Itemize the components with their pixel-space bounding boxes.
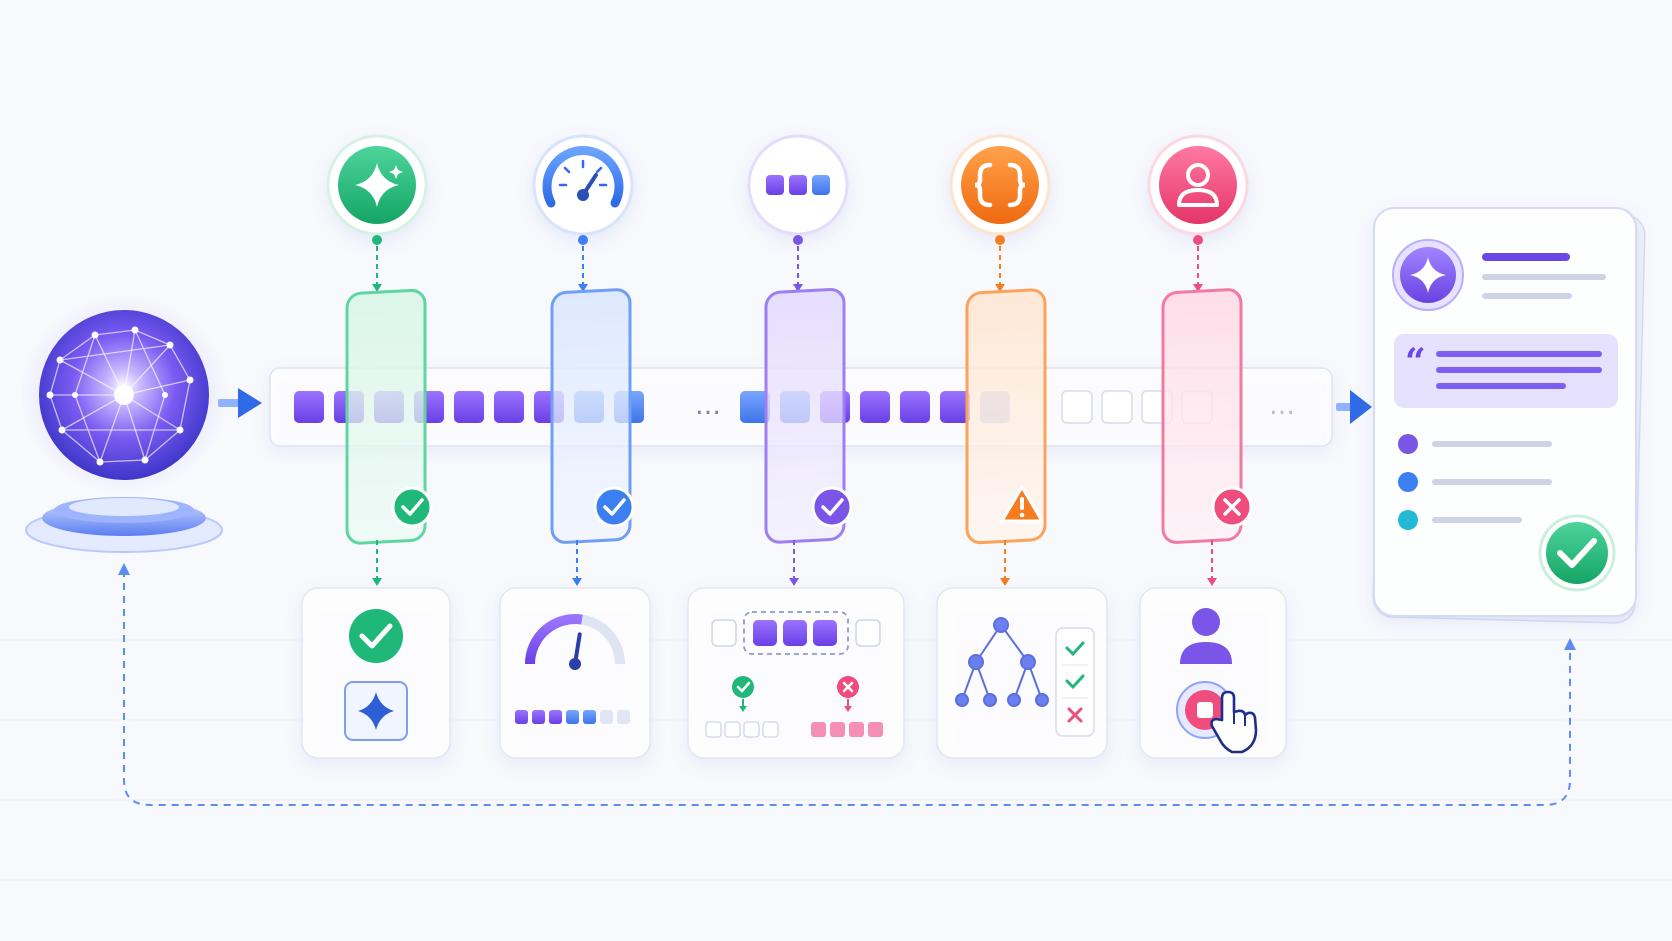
gauge-icon <box>525 614 625 670</box>
filter-panel-blue <box>550 288 632 544</box>
rejected-token <box>849 722 864 737</box>
bar-segment-filled <box>583 710 596 724</box>
rate-progress-bar <box>515 710 630 724</box>
filter-pink <box>1147 134 1253 586</box>
structure-card <box>936 587 1108 759</box>
stream-ellipsis-1: … <box>695 391 721 421</box>
token <box>940 391 970 423</box>
output-arrow <box>1336 390 1372 424</box>
rejected-token <box>811 722 826 737</box>
check-circle-icon <box>593 486 635 528</box>
filter-green <box>326 134 433 586</box>
filter-violet <box>747 134 853 586</box>
bar-segment-filled <box>515 710 528 724</box>
empty-token <box>1061 390 1093 424</box>
rejected-tokens <box>811 722 883 737</box>
bullet-dot <box>1398 472 1418 492</box>
rejected-token <box>830 722 845 737</box>
filter-panel-pink <box>1161 288 1243 544</box>
bar-segment-empty <box>600 710 613 724</box>
filter-orange <box>949 134 1051 586</box>
rate-limit-card <box>499 587 651 759</box>
human-stop-card <box>1139 587 1287 759</box>
empty-token <box>1101 390 1133 424</box>
token <box>740 391 770 423</box>
user-icon <box>1180 608 1232 664</box>
token-blocks-icon <box>766 175 830 195</box>
feedback-arrow-up-right <box>1564 638 1576 650</box>
kept-token <box>724 721 741 738</box>
input-arrow <box>218 388 262 418</box>
feedback-arrow-up-left <box>118 563 130 575</box>
output-document: “ <box>1372 207 1646 624</box>
kept-token <box>743 721 760 738</box>
check-circle-icon <box>391 486 433 528</box>
sparkle-icon <box>358 692 394 730</box>
kept-tokens <box>705 721 779 738</box>
check-circle-icon <box>732 676 754 698</box>
code-braces-icon <box>961 146 1039 224</box>
x-mark <box>1067 707 1083 723</box>
bullet-line <box>1432 517 1522 523</box>
quote-glyph: “ <box>1405 341 1426 383</box>
token <box>494 391 524 423</box>
rejected-token <box>868 722 883 737</box>
speedometer-icon <box>542 146 624 208</box>
bullet-line <box>1432 479 1552 485</box>
source-model <box>19 295 229 553</box>
bullet-dot <box>1398 510 1418 530</box>
check-circle-icon <box>811 486 853 528</box>
bar-segment-filled <box>566 710 579 724</box>
check-mark <box>1065 674 1085 690</box>
bar-segment-empty <box>617 710 630 724</box>
pointer-hand-icon <box>1210 690 1258 754</box>
bullet-list <box>1398 434 1552 530</box>
check-circle-icon <box>349 609 403 663</box>
token-window-card <box>687 587 905 759</box>
bullet-dot <box>1398 434 1418 454</box>
kept-token <box>705 721 722 738</box>
token <box>860 391 890 423</box>
token <box>454 391 484 423</box>
stream-ellipsis-2: … <box>1269 391 1295 421</box>
filter-blue <box>532 134 635 586</box>
token <box>294 391 324 423</box>
filter-panel-violet <box>764 287 846 544</box>
validation-card <box>301 587 451 759</box>
tree-icon <box>955 617 1049 707</box>
kept-token <box>762 721 779 738</box>
warning-triangle-icon <box>1000 485 1044 523</box>
bar-segment-filled <box>532 710 545 724</box>
bullet-line <box>1432 441 1552 447</box>
checklist-icon <box>1055 627 1095 737</box>
token <box>900 391 930 423</box>
filter-panel-green <box>345 288 427 545</box>
check-mark <box>1065 641 1085 657</box>
bar-segment-filled <box>549 710 562 724</box>
